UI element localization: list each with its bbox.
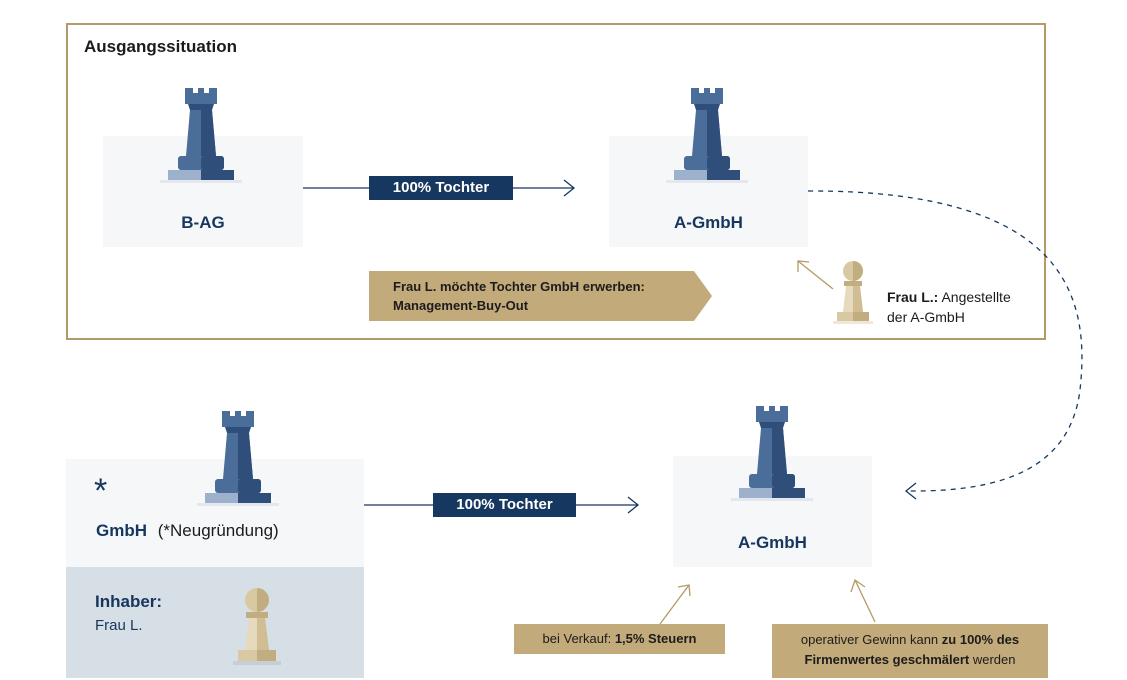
entity-label-b-ag: B-AG	[181, 213, 225, 232]
sale-note-prefix: bei Verkauf:	[542, 631, 612, 646]
profit-note-part2: werden	[972, 652, 1016, 667]
sale-tax-note: bei Verkauf: 1,5% Steuern	[514, 624, 725, 654]
owner-label: Inhaber:	[95, 592, 163, 611]
mbo-note: Frau L. möchte Tochter GmbH erwerben: Ma…	[393, 277, 645, 315]
mbo-note-shape	[369, 271, 712, 321]
mbo-note-line2: Management-Buy-Out	[393, 298, 529, 313]
pawn-icon	[833, 261, 873, 324]
profit-note-part1: operativer Gewinn kann	[800, 632, 939, 647]
new-entity-label: GmbH (*Neugründung)	[96, 521, 279, 541]
entity-label-a-gmbh-bottom: A-GmbH	[738, 533, 807, 552]
rook-icon	[197, 411, 279, 506]
star-marker: *	[94, 472, 108, 510]
sale-note-bold: 1,5% Steuern	[614, 631, 697, 646]
new-entity-name: GmbH	[96, 521, 147, 540]
owner-name: Frau L.	[95, 617, 143, 634]
person-role-part1: Angestellte	[941, 289, 1011, 305]
new-entity-note: (*Neugründung)	[157, 521, 279, 540]
initial-situation-frame	[66, 23, 1046, 340]
profit-note: operativer Gewinn kann zu 100% des Firme…	[772, 624, 1048, 678]
pawn-icon	[233, 588, 281, 665]
relation-tag-bottom: 100% Tochter	[433, 493, 576, 517]
entity-label-a-gmbh-top: A-GmbH	[674, 213, 743, 232]
relation-tag-top: 100% Tochter	[369, 176, 513, 200]
profit-note-bold2: Firmenwertes geschmälert	[804, 652, 970, 667]
owner-box	[66, 567, 364, 678]
person-info: Frau L.: Angestellte der A-GmbH	[887, 287, 1011, 327]
rook-icon	[160, 88, 242, 183]
person-role-part2: der A-GmbH	[887, 309, 965, 325]
rook-icon	[666, 88, 748, 183]
person-name: Frau L.:	[887, 289, 939, 305]
rook-icon	[731, 406, 813, 501]
entity-card-new-gmbh	[66, 459, 364, 567]
profit-note-bold1: zu 100% des	[941, 632, 1020, 647]
section-title: Ausgangssituation	[84, 37, 238, 56]
mbo-note-line1: Frau L. möchte Tochter GmbH erwerben:	[393, 279, 645, 294]
